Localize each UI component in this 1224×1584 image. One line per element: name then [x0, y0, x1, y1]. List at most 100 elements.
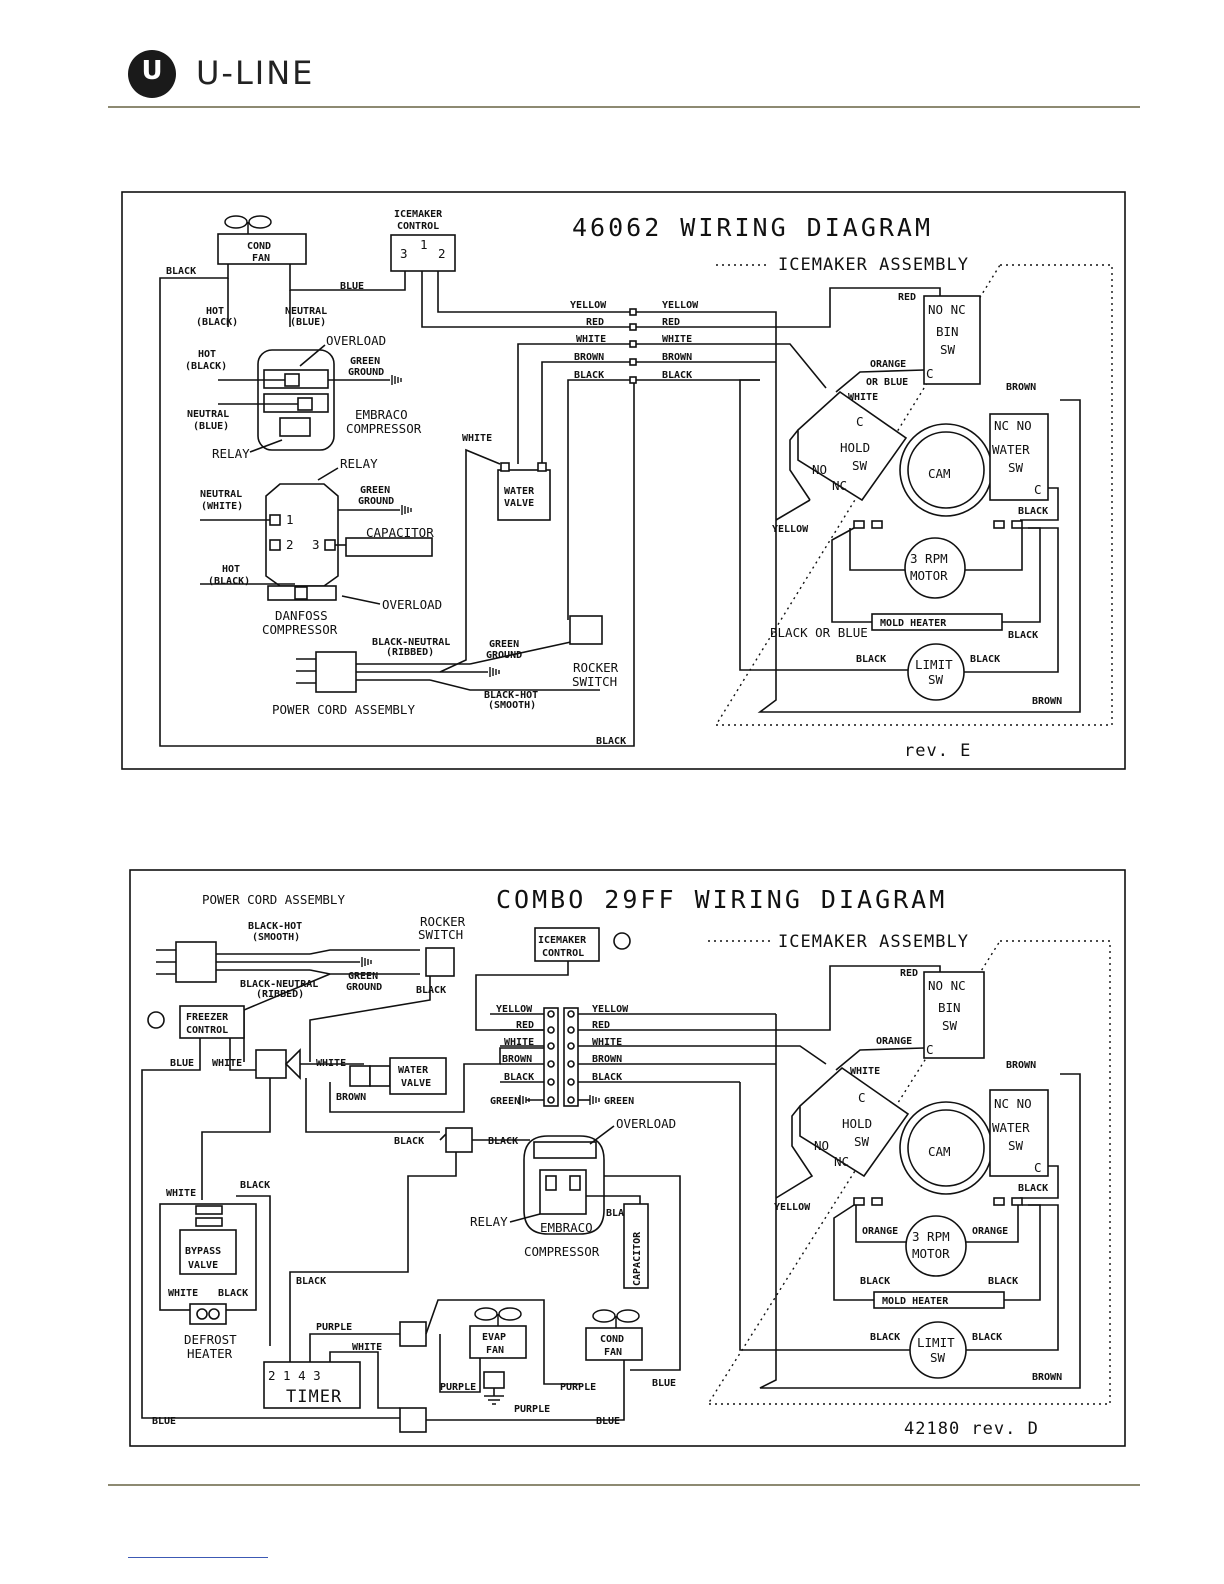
- diagram-combo-29ff: COMBO 29FF WIRING DIAGRAM 42180 rev. D P…: [129, 869, 1126, 1447]
- cam-label: CAM: [928, 466, 951, 481]
- orange-label: ORANGE: [870, 359, 906, 370]
- cond-fan-label-1: COND: [247, 241, 271, 252]
- water2-black: BLACK: [1018, 1183, 1048, 1194]
- diagram-2-title: COMBO 29FF WIRING DIAGRAM: [496, 885, 947, 914]
- valve2-label-2: VALVE: [401, 1078, 431, 1089]
- hold-yellow-label: YELLOW: [772, 524, 809, 535]
- junction-2: [445, 1127, 473, 1153]
- wire-red-right: RED: [662, 317, 680, 328]
- valve2-brown-label: BROWN: [336, 1092, 366, 1103]
- power-cord-plug-2: [175, 941, 217, 983]
- motor2-label: MOTOR: [912, 1246, 950, 1261]
- dan-hot-black-label: (BLACK): [208, 576, 250, 587]
- terminal-strip-left: [543, 1007, 559, 1107]
- motor2-3rpm: 3 RPM: [912, 1229, 950, 1244]
- cord-neutral-label: BLACK-NEUTRAL: [372, 637, 450, 648]
- d2-white-left: WHITE: [504, 1037, 534, 1048]
- dan-neutral-white-label: (WHITE): [201, 501, 243, 512]
- cond-fan-box: [217, 233, 307, 265]
- evap-label-2: FAN: [486, 1345, 504, 1356]
- cord2-hot-label: BLACK-HOT: [248, 921, 302, 932]
- diagram-2-frame: [129, 869, 1126, 1447]
- cond2-blue-label: BLUE: [652, 1378, 676, 1389]
- cond-fan-icon: [224, 215, 272, 235]
- icemaker-control-label-2: CONTROL: [397, 221, 439, 232]
- danfoss-relay: [265, 483, 339, 587]
- defrost-label: DEFROST: [184, 1332, 237, 1347]
- icemaker-assembly-boundary: [714, 264, 1113, 726]
- cord-green-label: GREEN: [489, 639, 519, 650]
- bin-sw-bin: BIN: [936, 324, 959, 339]
- water-valve-box: [497, 469, 551, 521]
- freezer-white-label: WHITE: [212, 1058, 242, 1069]
- icemaker-control-label-1: ICEMAKER: [394, 209, 443, 220]
- label-blue: BLUE: [340, 281, 364, 292]
- hold-hold: HOLD: [840, 440, 870, 455]
- cord2-neutral-label: BLACK-NEUTRAL: [240, 979, 318, 990]
- wire-black-right: BLACK: [662, 370, 692, 381]
- icemaker-control-box: [390, 234, 456, 272]
- capacitor-label: CAPACITOR: [366, 525, 434, 540]
- heater-black-label: BLACK: [218, 1288, 248, 1299]
- cond-blue-bottom: BLUE: [596, 1416, 620, 1427]
- water-switch-box-2: [989, 1089, 1049, 1177]
- diagram-1-revision: rev. E: [904, 741, 971, 761]
- d2-yellow-right: YELLOW: [592, 1004, 629, 1015]
- capacitor-box: [345, 537, 433, 557]
- terminal-strip-right: [563, 1007, 579, 1107]
- emb-hot-black-label: (BLACK): [185, 361, 227, 372]
- valve2-label-1: WATER: [398, 1065, 429, 1076]
- hold2-white-label: WHITE: [850, 1066, 880, 1077]
- wire-red-left: RED: [586, 317, 604, 328]
- or-blue-label: OR BLUE: [866, 377, 908, 388]
- defrost-heater-icon: [189, 1303, 227, 1325]
- brand-name: U-LINE: [196, 54, 315, 92]
- wire-brown-right: BROWN: [662, 352, 692, 363]
- page-header: U U-LINE: [0, 0, 1224, 120]
- hold-sw: SW: [852, 458, 868, 473]
- heater-label: HEATER: [187, 1346, 233, 1361]
- emb-ground-label: GROUND: [348, 367, 384, 378]
- bypass-label-2: VALVE: [188, 1260, 218, 1271]
- evap-purple-bottom: PURPLE: [514, 1404, 550, 1415]
- icemaker-assembly-label: ICEMAKER ASSEMBLY: [778, 255, 969, 275]
- water-valve-label-1: WATER: [504, 486, 535, 497]
- emb-green-label: GREEN: [350, 356, 380, 367]
- emb-neutral-blue-label: (BLUE): [193, 421, 229, 432]
- emb-neutral-label: NEUTRAL: [187, 409, 229, 420]
- cond2-purple-label: PURPLE: [560, 1382, 596, 1393]
- bottom2-brown-label: BROWN: [1032, 1372, 1062, 1383]
- limit-sw-label: SW: [928, 672, 944, 687]
- cord-ground-label: GROUND: [486, 650, 522, 661]
- hold2-no: NO: [814, 1138, 829, 1153]
- bin2-red-label: RED: [900, 968, 918, 979]
- label-hot-black: (BLACK): [196, 317, 238, 328]
- water2-ncno: NC NO: [994, 1096, 1032, 1111]
- cam2-label: CAM: [928, 1144, 951, 1159]
- water2-brown: BROWN: [1006, 1060, 1036, 1071]
- cap-black-label: BLACK: [606, 1208, 636, 1219]
- water-valve-box-2: [389, 1057, 447, 1095]
- heater2-black-right: BLACK: [988, 1276, 1018, 1287]
- rocker2-label: ROCKER: [420, 914, 466, 929]
- d2-brown-left: BROWN: [502, 1054, 532, 1065]
- relay-pin-3: 3: [312, 537, 320, 552]
- junction-4: [399, 1407, 427, 1433]
- icemaker-assembly-boundary-2: [706, 940, 1111, 1405]
- bin-switch-box: [923, 295, 981, 385]
- comp-black-right: BLACK: [488, 1136, 518, 1147]
- terminal-2: 2: [438, 246, 446, 261]
- water2-water: WATER: [992, 1120, 1030, 1135]
- bin2-nonc: NO NC: [928, 978, 966, 993]
- dan-ground-label: GROUND: [358, 496, 394, 507]
- cond-fan-icon-2: [592, 1309, 640, 1329]
- relay-pin-2: 2: [286, 537, 294, 552]
- timer-white-label: WHITE: [352, 1342, 382, 1353]
- bin-sw-sw: SW: [940, 342, 956, 357]
- comp2-compressor-label: COMPRESSOR: [524, 1244, 600, 1259]
- embraco-label: EMBRACO: [355, 407, 408, 422]
- dan-hot-label: HOT: [222, 564, 240, 575]
- valve2-white-label: WHITE: [316, 1058, 346, 1069]
- limit2-black-left: BLACK: [870, 1332, 900, 1343]
- cond2-label-1: COND: [600, 1334, 624, 1345]
